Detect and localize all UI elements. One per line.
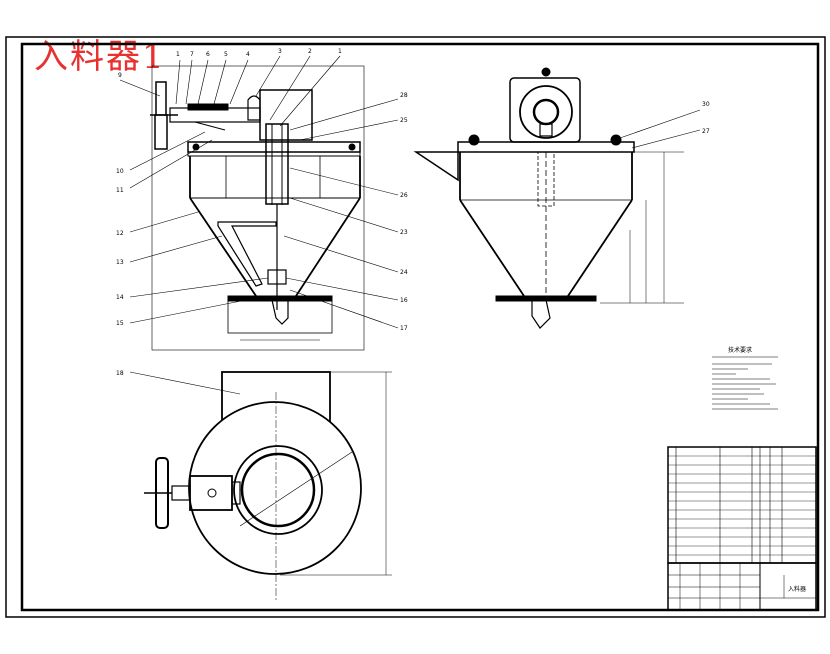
part-label: 27	[702, 128, 710, 135]
handwheel-bottom	[154, 114, 168, 150]
tech-requirements	[712, 356, 778, 410]
gear-cover	[187, 103, 229, 111]
part-label: 6	[206, 51, 210, 58]
part-label: 12	[116, 230, 124, 237]
part-label: 23	[400, 229, 408, 236]
front-view	[119, 55, 399, 351]
part-label: 7	[190, 51, 194, 58]
feed-chute	[413, 151, 459, 182]
plan-view	[129, 371, 392, 600]
part-label: 1	[338, 48, 342, 55]
top-flange	[187, 141, 361, 153]
part-label: 28	[400, 92, 408, 99]
tech-requirements-title: 技术要求	[728, 346, 752, 354]
hopper-inner-ring	[233, 445, 323, 535]
part-label: 1	[176, 51, 180, 58]
side-view	[413, 67, 701, 329]
side-flange	[457, 141, 635, 153]
hopper-outer-ring	[188, 401, 362, 575]
part-label: 26	[400, 192, 408, 199]
part-label: 25	[400, 117, 408, 124]
part-label: 30	[702, 101, 710, 108]
part-label: 3	[278, 48, 282, 55]
part-label: 15	[116, 320, 124, 327]
part-label: 16	[400, 297, 408, 304]
part-label: 9	[118, 72, 122, 79]
bom-table	[667, 446, 817, 564]
part-label: 17	[400, 325, 408, 332]
central-shaft-housing	[265, 123, 289, 205]
part-label: 5	[224, 51, 228, 58]
handwheel-top	[155, 81, 167, 117]
inner-border	[20, 42, 820, 612]
stirrer-arm	[217, 221, 277, 287]
front-frame	[151, 65, 365, 351]
part-label: 24	[400, 269, 408, 276]
part-label: 11	[116, 187, 124, 194]
part-label: 18	[116, 370, 124, 377]
part-label: 13	[116, 259, 124, 266]
title-block	[667, 562, 817, 611]
drawing-title: 入料器1	[34, 37, 166, 77]
part-label: 2	[308, 48, 312, 55]
part-label: 4	[246, 51, 250, 58]
title-block-name: 入料器	[788, 585, 806, 593]
part-label: 14	[116, 294, 124, 301]
outer-border	[5, 36, 826, 618]
part-label: 10	[116, 168, 124, 175]
